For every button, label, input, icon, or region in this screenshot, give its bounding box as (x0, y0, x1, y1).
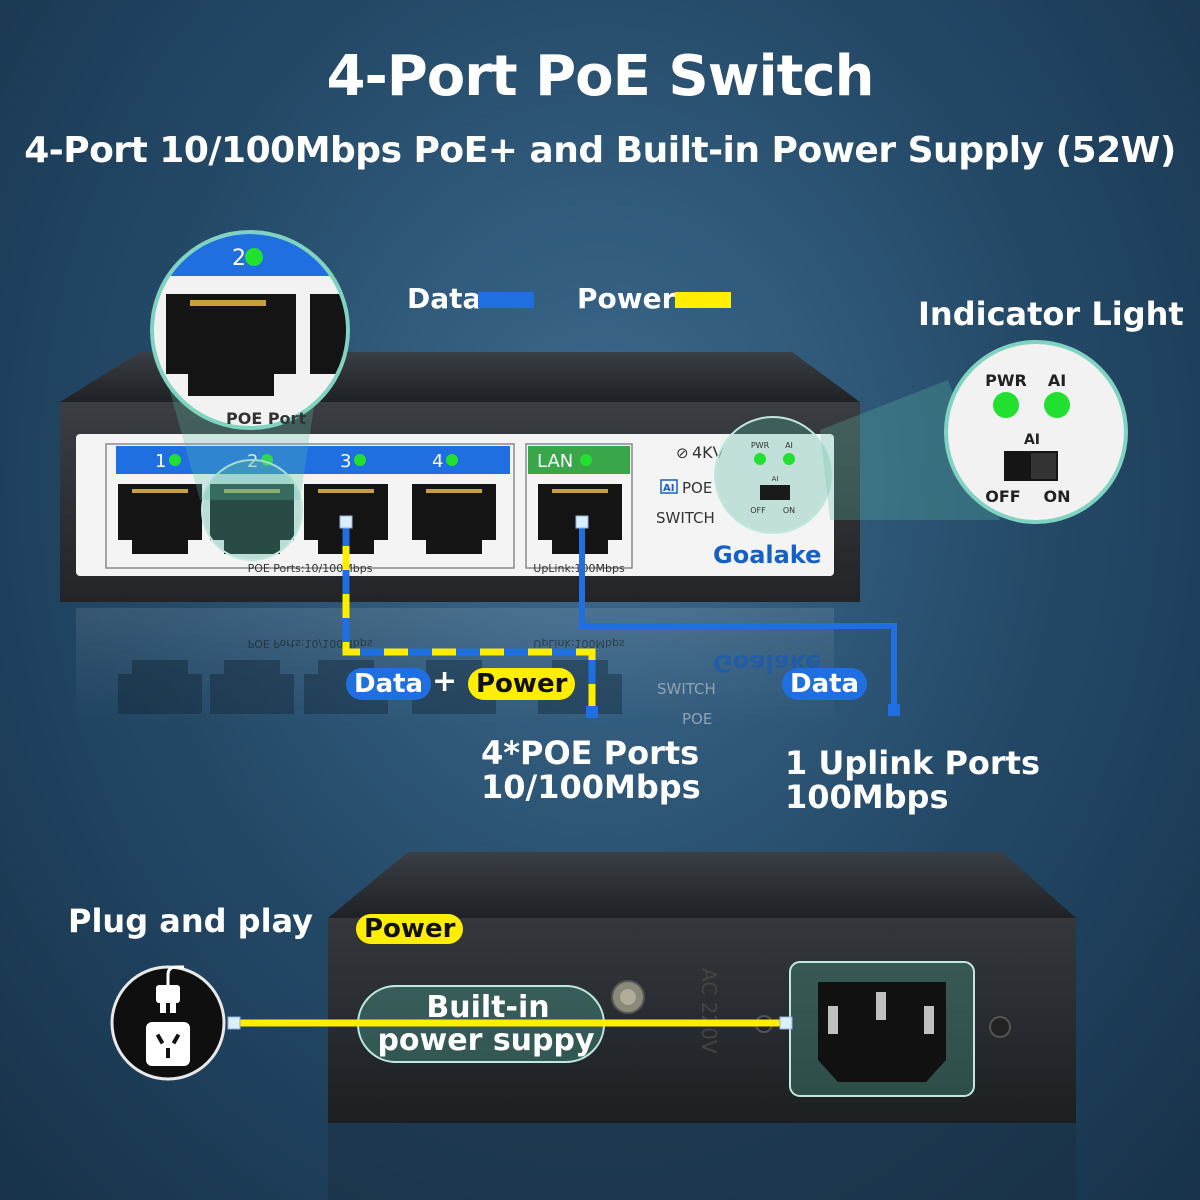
surge-icon: ⊘ (676, 444, 689, 462)
legend-power-label: Power (577, 282, 676, 315)
pill-power-rear: Power (356, 914, 464, 944)
power-line-end-node (779, 1016, 793, 1030)
rear-screw-right-icon (989, 1016, 1011, 1038)
uplink-callout-line2: 100Mbps (785, 778, 949, 816)
power-line-start-node (227, 1016, 241, 1030)
poe-port-strip (116, 446, 510, 474)
poe-line-start-node (339, 515, 353, 529)
rj45-port-4 (412, 484, 496, 554)
refl-uplink-caption: UpLink:100Mbps (533, 637, 625, 650)
plug-and-play-label: Plug and play (68, 902, 314, 940)
uplink-line-end-node (888, 704, 900, 716)
builtin-line1: Built-in (426, 990, 549, 1025)
pill-data-poe: Data (346, 668, 432, 700)
mini-switch-label: AI (772, 475, 779, 483)
port-zoom-callout: 2 POE Port (150, 230, 350, 500)
pill-power-poe: Power (468, 668, 576, 700)
mini-on-label: ON (783, 506, 795, 515)
plug-icon (110, 965, 226, 1081)
indicator-dip-knob (1031, 453, 1056, 479)
refl-switch-label: SWITCH (657, 680, 716, 698)
indicator-switch-label: AI (1024, 432, 1040, 448)
poe-connection-line (342, 522, 596, 712)
mini-ai-led (783, 453, 795, 465)
kv-label: 4KV (692, 443, 724, 462)
poe-line-end-node (586, 706, 598, 718)
mini-pwr-led (754, 453, 766, 465)
mini-off-label: OFF (750, 506, 766, 515)
switch-label: SWITCH (656, 509, 715, 527)
ai-badge: AI (663, 483, 674, 494)
page-subtitle: 4-Port 10/100Mbps PoE+ and Built-in Powe… (24, 130, 1176, 171)
page-title: 4-Port PoE Switch (326, 44, 875, 109)
port-3-led (354, 454, 366, 466)
port-2-label: 2 (247, 451, 258, 472)
indicator-pwr-led (993, 392, 1019, 418)
ac-voltage-label: AC 220V (697, 968, 721, 1054)
poe-ports-callout-line1: 4*POE Ports (481, 734, 700, 772)
indicator-ai-label: AI (1048, 371, 1066, 390)
ai-poe-label: POE (682, 479, 712, 497)
indicator-title: Indicator Light (918, 295, 1184, 333)
zoom-port-led (245, 248, 263, 266)
port-1-led (169, 454, 181, 466)
legend-power-swatch (675, 292, 731, 308)
indicator-zoom-callout: PWR AI AI OFF ON (820, 340, 1128, 524)
indicator-off-label: OFF (985, 487, 1020, 506)
port-3-label: 3 (340, 451, 351, 472)
legend-data-label: Data (407, 282, 482, 315)
pill-data-uplink: Data (782, 668, 868, 700)
zoom-port-caption: POE Port (226, 409, 306, 428)
lan-port-strip (528, 446, 630, 474)
lan-led (580, 454, 592, 466)
power-socket (789, 961, 975, 1097)
port-1-label: 1 (155, 451, 166, 472)
legend-data-swatch (478, 292, 534, 308)
ai-badge-frame (660, 479, 678, 494)
poe-ports-caption: POE Ports:10/100Mbps (248, 562, 373, 575)
uplink-callout-line1: 1 Uplink Ports (785, 744, 1040, 782)
lan-label: LAN (537, 451, 573, 472)
port-2-highlight (201, 459, 303, 561)
port-4-label: 4 (432, 451, 443, 472)
builtin-line2: power suppy (377, 1023, 595, 1058)
brand-logo: Goalake (713, 541, 821, 569)
rj45-port-1 (118, 484, 202, 554)
plus-sign: + (432, 664, 458, 699)
mini-dip-switch (760, 485, 790, 500)
zoom-port-number: 2 (232, 246, 246, 271)
indicator-pwr-label: PWR (985, 371, 1027, 390)
refl-poe-label: POE (682, 710, 712, 728)
uplink-line-start-node (575, 515, 589, 529)
ground-screw-head (620, 989, 636, 1005)
mini-pwr-label: PWR (751, 441, 770, 450)
uplink-connection-line (579, 522, 897, 710)
mini-ai-label: AI (785, 441, 793, 450)
rj45-port-2 (210, 484, 294, 554)
indicator-ai-led (1044, 392, 1070, 418)
refl-poe-caption: POE Ports:10/100Mbps (248, 637, 373, 650)
poe-ports-callout-line2: 10/100Mbps (481, 768, 701, 806)
indicator-on-label: ON (1044, 487, 1071, 506)
port-4-led (446, 454, 458, 466)
indicator-highlight (714, 416, 832, 534)
